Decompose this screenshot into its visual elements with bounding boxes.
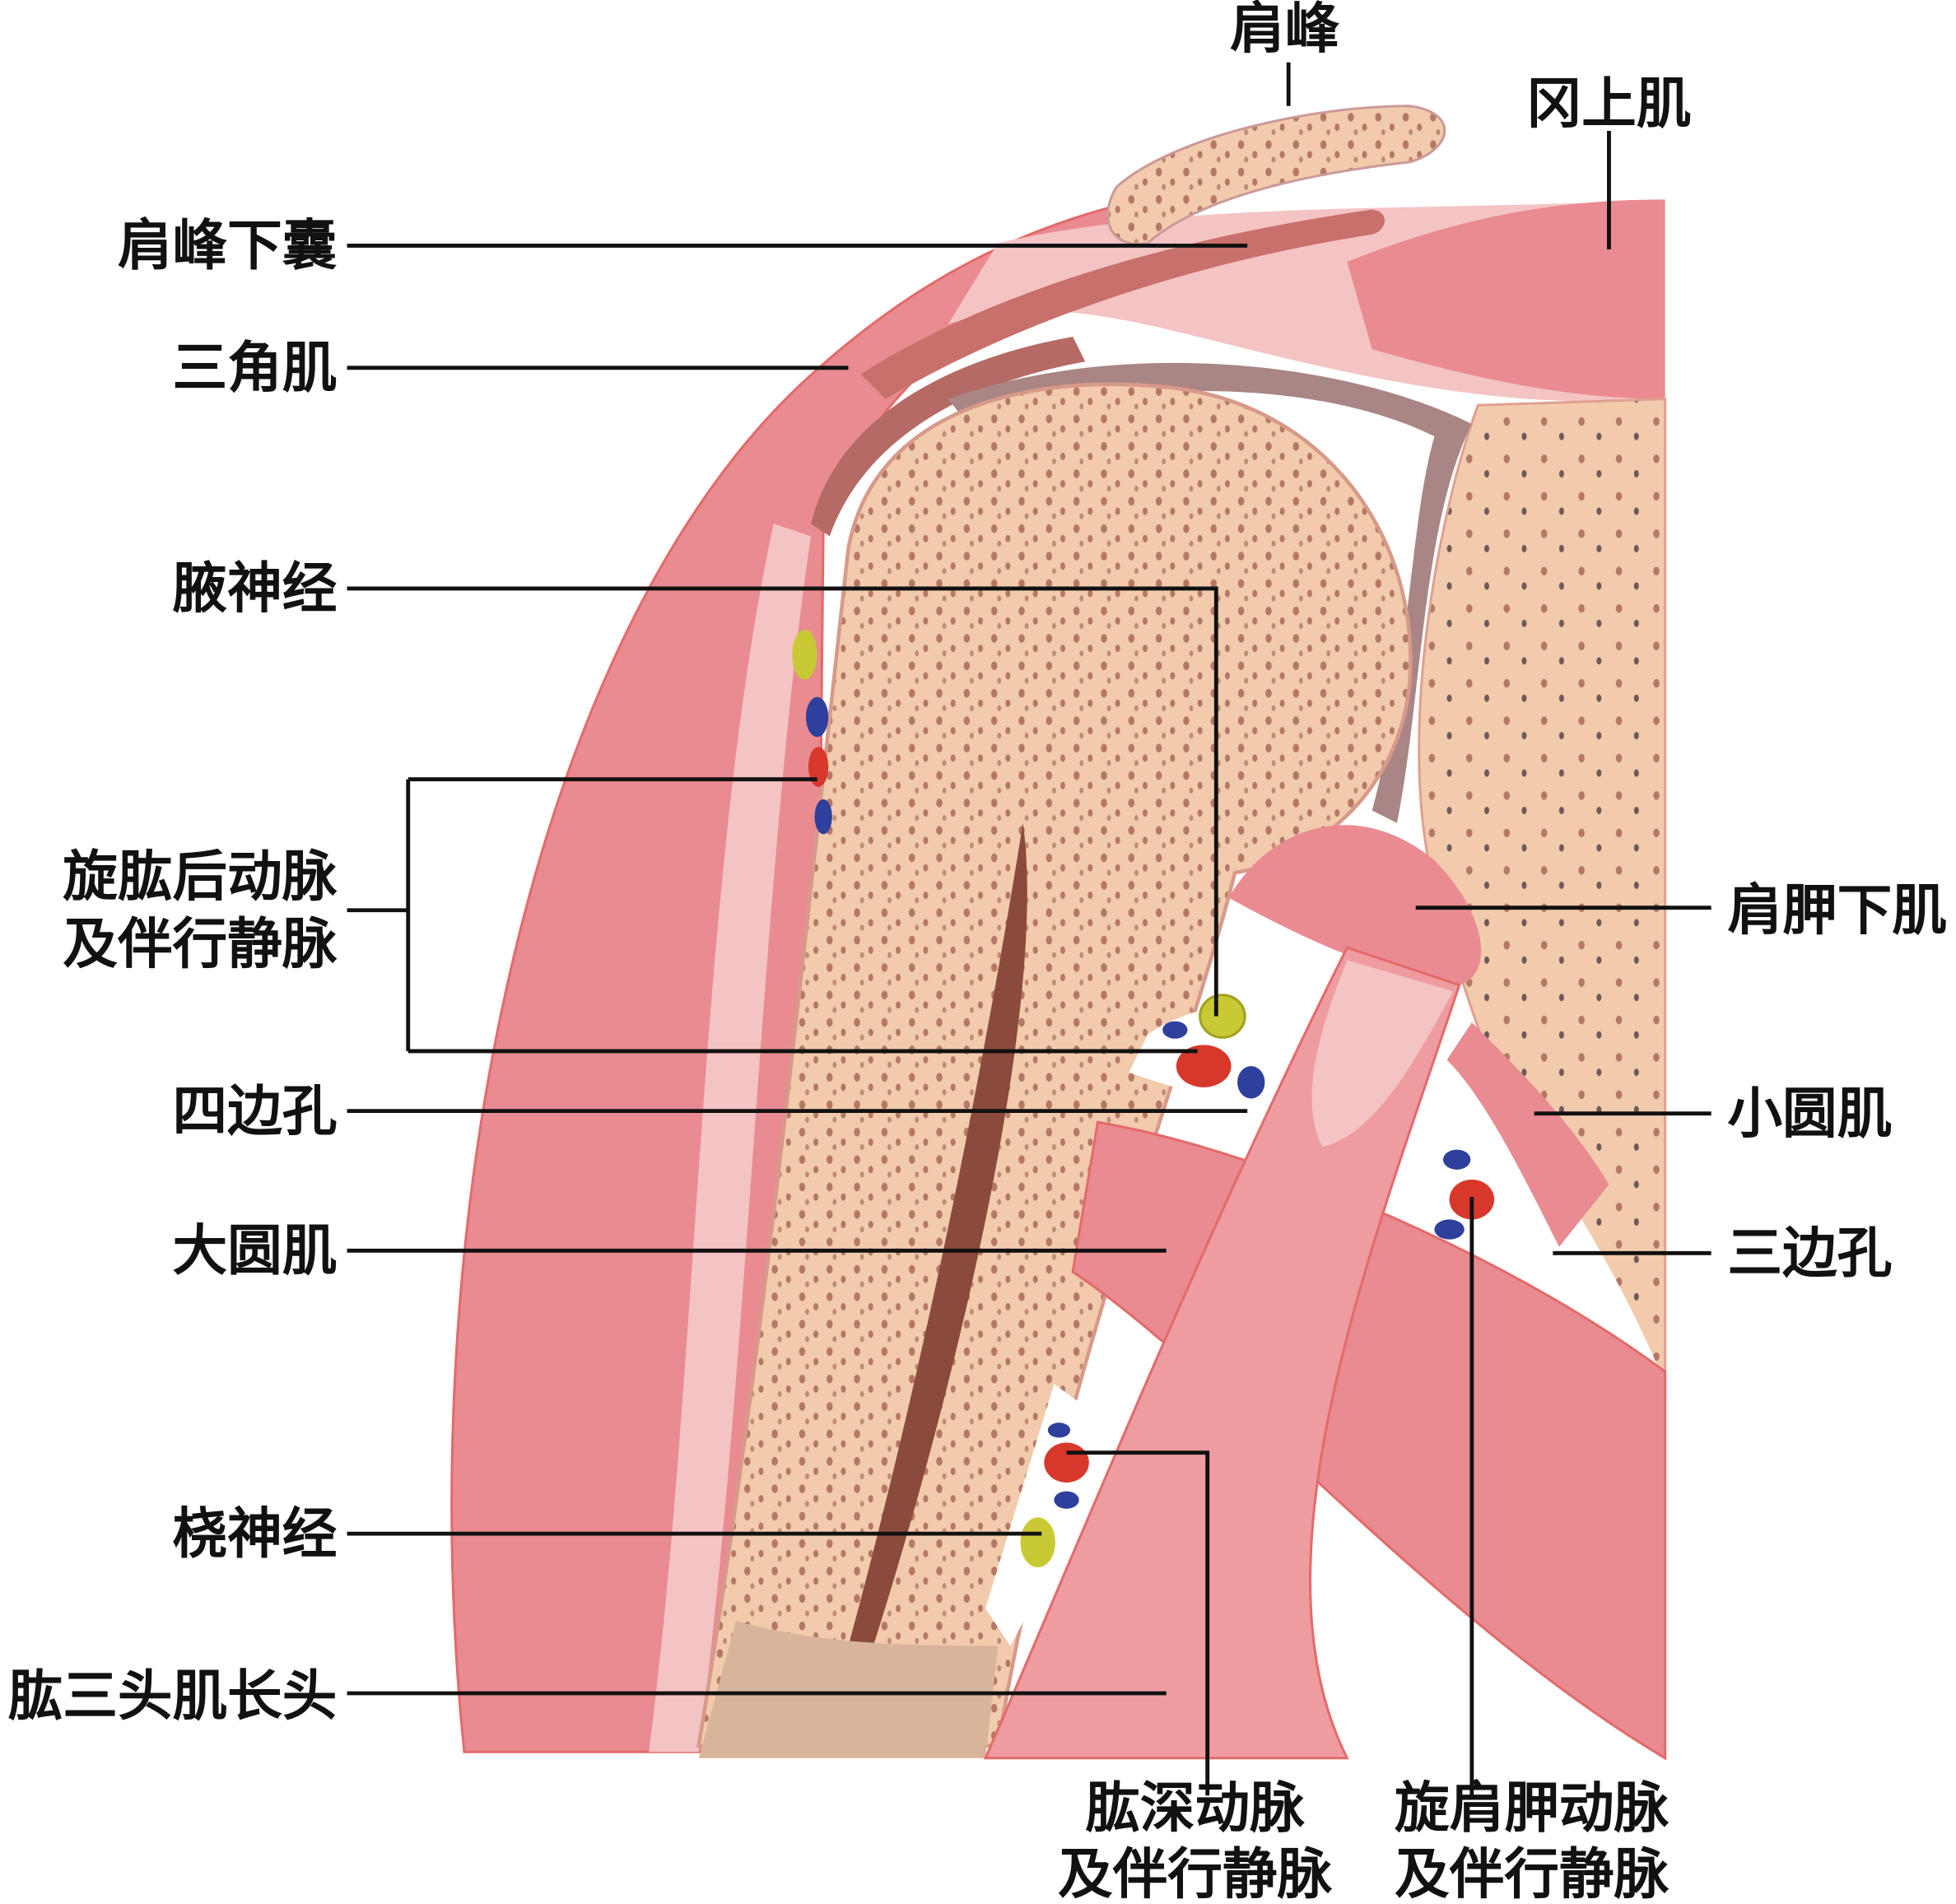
humerus-bone: [696, 382, 1413, 1748]
label-posterior-circumflex-1: 旋肱后动脉: [63, 845, 338, 909]
label-supraspinatus: 冈上肌: [1527, 71, 1692, 135]
subacromial-bursa: [860, 209, 1386, 399]
lower-space: [985, 1384, 1123, 1646]
label-triceps-long-head: 肱三头肌长头: [8, 1664, 338, 1728]
label-teres-major: 大圆肌: [173, 1218, 338, 1283]
label-quadrangular-space: 四边孔: [173, 1078, 338, 1143]
label-circumflex-scapular-2: 及伴行静脉: [1395, 1841, 1670, 1904]
label-circumflex-scapular-1: 旋肩胛动脉: [1395, 1776, 1670, 1840]
label-posterior-circumflex-2: 及伴行静脉: [63, 911, 338, 975]
leader-lines: [347, 62, 1712, 1796]
deltoid-tendon: [649, 524, 812, 1753]
label-deep-brachial-1: 肱深动脉: [1085, 1776, 1305, 1840]
label-triangular-space: 三边孔: [1727, 1221, 1892, 1285]
posterior-circumflex-vessels: [792, 629, 832, 835]
label-radial-nerve: 桡神经: [173, 1501, 338, 1566]
label-subacromial-bursa: 肩峰下囊: [118, 213, 338, 277]
label-axillary-nerve: 腋神经: [173, 556, 338, 621]
label-deep-brachial-2: 及伴行静脉: [1058, 1841, 1333, 1904]
quadrangular-space-vessels: [1162, 994, 1265, 1099]
subscapularis-muscle: [1228, 825, 1482, 985]
label-deltoid: 三角肌: [173, 336, 338, 400]
triangular-space: [1409, 1059, 1665, 1397]
label-teres-minor: 小圆肌: [1727, 1081, 1892, 1145]
teres-minor-muscle: [1446, 1022, 1609, 1247]
label-acromion: 肩峰: [1230, 0, 1340, 61]
triceps-long-head-muscle: [983, 946, 1461, 1760]
label-subscapularis: 肩胛下肌: [1727, 878, 1947, 942]
